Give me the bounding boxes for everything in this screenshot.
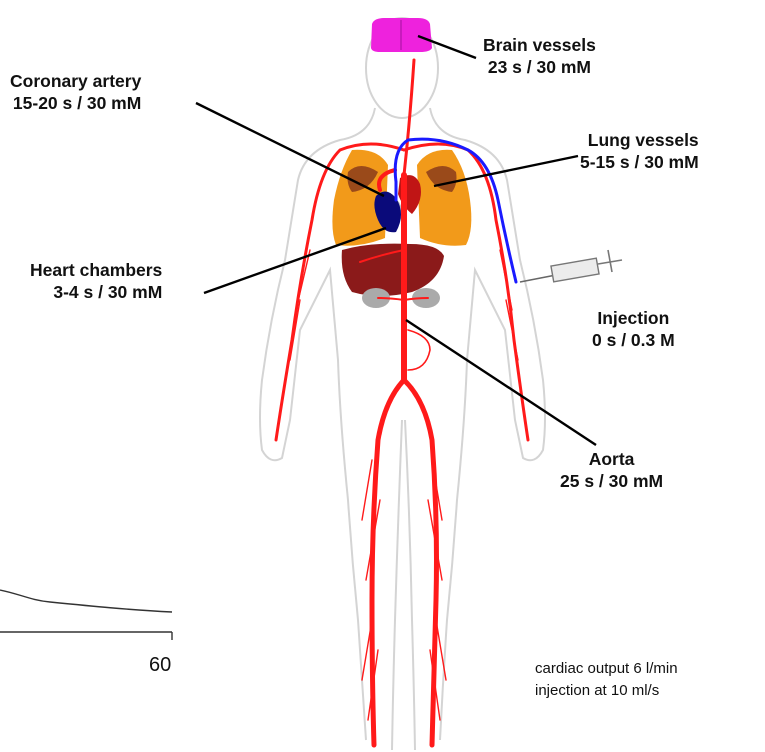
- label-heart-chambers: Heart chambers 3-4 s / 30 mM: [30, 259, 162, 303]
- chart-curve: [0, 590, 172, 612]
- leader-coronary: [196, 103, 384, 196]
- aorta-value: 25 s / 30 mM: [560, 470, 663, 492]
- footnote-injection-rate: injection at 10 ml/s: [535, 680, 678, 702]
- partial-chart: [0, 590, 172, 640]
- syringe-icon: [520, 250, 622, 282]
- aorta-name: Aorta: [560, 448, 663, 470]
- label-injection: Injection 0 s / 0.3 M: [592, 307, 675, 351]
- coronary-artery-value: 15-20 s / 30 mM: [10, 92, 141, 114]
- coronary-artery-name: Coronary artery: [10, 70, 141, 92]
- lung-vessels-name: Lung vessels: [580, 129, 699, 151]
- injection-value: 0 s / 0.3 M: [592, 329, 675, 351]
- lung-vessels-value: 5-15 s / 30 mM: [580, 151, 699, 173]
- label-brain-vessels: Brain vessels 23 s / 30 mM: [483, 34, 596, 78]
- footnote-cardiac-output: cardiac output 6 l/min: [535, 658, 678, 680]
- leader-lines: [196, 36, 596, 445]
- label-coronary-artery: Coronary artery 15-20 s / 30 mM: [10, 70, 141, 114]
- footnote: cardiac output 6 l/min injection at 10 m…: [535, 658, 678, 702]
- label-lung-vessels: Lung vessels 5-15 s / 30 mM: [580, 129, 699, 173]
- brain-vessels-name: Brain vessels: [483, 34, 596, 56]
- injection-name: Injection: [592, 307, 675, 329]
- leader-aorta: [406, 320, 596, 445]
- chart-x-tick-label: 60: [149, 654, 171, 677]
- heart-chambers-value: 3-4 s / 30 mM: [30, 281, 162, 303]
- arteries: [276, 60, 528, 745]
- brain-vessels-value: 23 s / 30 mM: [483, 56, 596, 78]
- heart-chambers-name: Heart chambers: [30, 259, 162, 281]
- label-aorta: Aorta 25 s / 30 mM: [560, 448, 663, 492]
